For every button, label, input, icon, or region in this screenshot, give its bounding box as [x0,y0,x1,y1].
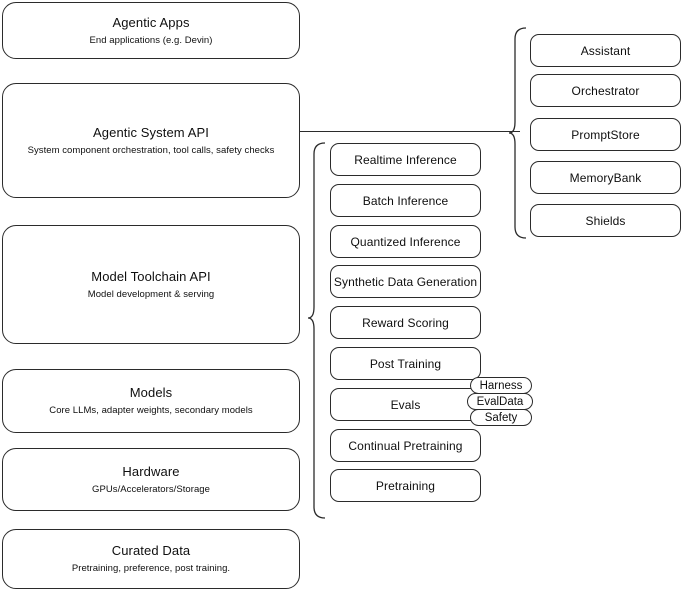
stack-layer-agentic-system-api[interactable]: Agentic System API System component orch… [2,83,300,198]
eval-badge-evaldata[interactable]: EvalData [467,393,533,410]
layer-title: Hardware [122,463,180,479]
layer-title: Curated Data [111,543,191,558]
toolchain-component-quantized-inference[interactable]: Quantized Inference [330,225,481,258]
layer-subtitle: GPUs/Accelerators/Storage [92,483,210,495]
chip-label: Shields [585,213,626,228]
agentic-component-shields[interactable]: Shields [530,204,681,237]
chip-label: Assistant [580,43,631,58]
agentic-component-promptstore[interactable]: PromptStore [530,118,681,151]
chip-label: Continual Pretraining [348,438,463,453]
agentic-brace-icon [508,27,527,239]
stack-layer-agentic-apps[interactable]: Agentic Apps End applications (e.g. Devi… [2,2,300,59]
eval-badge-harness[interactable]: Harness [470,377,532,394]
chip-label: Post Training [369,356,442,371]
eval-badge-safety[interactable]: Safety [470,409,532,426]
pill-label: EvalData [476,395,524,408]
layer-subtitle: Model development & serving [87,288,215,300]
stack-layer-curated-data[interactable]: Curated Data Pretraining, preference, po… [2,529,300,589]
layer-subtitle: Pretraining, preference, post training. [71,563,231,574]
toolchain-component-post-training[interactable]: Post Training [330,347,481,380]
layer-title: Agentic Apps [112,14,190,30]
toolchain-component-realtime-inference[interactable]: Realtime Inference [330,143,481,176]
layer-title: Agentic System API [93,124,209,140]
chip-label: Evals [390,397,421,412]
layer-title: Model Toolchain API [91,268,211,284]
toolchain-component-pretraining[interactable]: Pretraining [330,469,481,502]
chip-label: Pretraining [375,478,436,493]
chip-label: Reward Scoring [362,315,449,330]
layer-subtitle: Core LLMs, adapter weights, secondary mo… [49,405,253,416]
toolchain-component-batch-inference[interactable]: Batch Inference [330,184,481,217]
stack-layer-models[interactable]: Models Core LLMs, adapter weights, secon… [2,369,300,433]
agentic-component-orchestrator[interactable]: Orchestrator [530,74,681,107]
chip-label: Batch Inference [362,193,449,208]
toolchain-component-synthetic-data-generation[interactable]: Synthetic Data Generation [330,265,481,298]
pill-label: Safety [484,411,518,424]
connector-system-api-to-agentic-components [300,131,520,132]
stack-layer-hardware[interactable]: Hardware GPUs/Accelerators/Storage [2,448,300,511]
chip-label: Synthetic Data Generation [333,274,478,289]
toolchain-component-continual-pretraining[interactable]: Continual Pretraining [330,429,481,462]
layer-subtitle: End applications (e.g. Devin) [89,34,213,46]
stack-layer-model-toolchain-api[interactable]: Model Toolchain API Model development & … [2,225,300,344]
layer-subtitle: System component orchestration, tool cal… [27,144,275,156]
toolchain-component-reward-scoring[interactable]: Reward Scoring [330,306,481,339]
agentic-component-assistant[interactable]: Assistant [530,34,681,67]
toolchain-brace-icon [307,142,326,519]
chip-label: MemoryBank [569,170,642,185]
toolchain-component-evals[interactable]: Evals [330,388,481,421]
chip-label: Quantized Inference [350,234,461,249]
chip-label: Orchestrator [571,83,640,98]
agentic-component-memorybank[interactable]: MemoryBank [530,161,681,194]
chip-label: Realtime Inference [354,152,457,167]
pill-label: Harness [479,379,523,392]
layer-title: Models [129,385,173,400]
chip-label: PromptStore [571,127,640,142]
